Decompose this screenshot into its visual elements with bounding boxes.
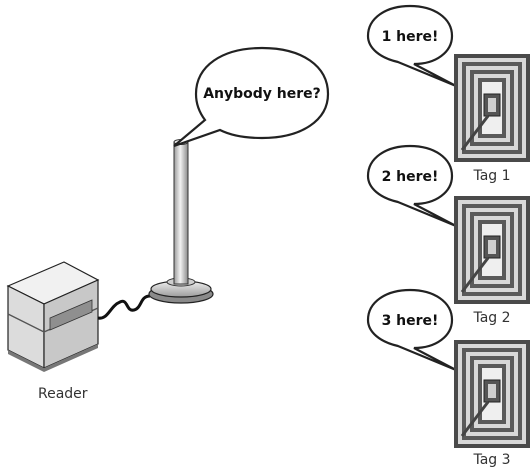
tag-1-label: Tag 1 [472,168,510,184]
tag-2: 2 here! Tag 2 [366,144,530,326]
reader-cable [97,294,151,320]
tag-3-response: 3 here! [382,313,439,329]
reader-device [6,261,100,372]
tag-3-label: Tag 3 [472,452,510,468]
query-speech-bubble: Anybody here? [173,46,330,148]
antenna [148,139,214,304]
tag-2-response: 2 here! [382,169,439,185]
tag-2-chip [454,196,530,304]
tag-list: 1 here! Tag 1 2 here! [366,4,530,468]
tag-3-chip [454,340,530,448]
tag-2-label: Tag 2 [472,310,510,326]
tag-2-response-bubble: 2 here! [366,144,457,228]
tag-1-response: 1 here! [382,29,439,45]
tag-3: 3 here! Tag 3 [366,288,530,468]
tag-1-response-bubble: 1 here! [366,4,457,88]
tag-3-response-bubble: 3 here! [366,288,457,372]
tag-1: 1 here! Tag 1 [366,4,530,184]
tag-1-chip [454,54,530,162]
reader-label: Reader [38,386,88,402]
query-text: Anybody here? [203,86,321,102]
